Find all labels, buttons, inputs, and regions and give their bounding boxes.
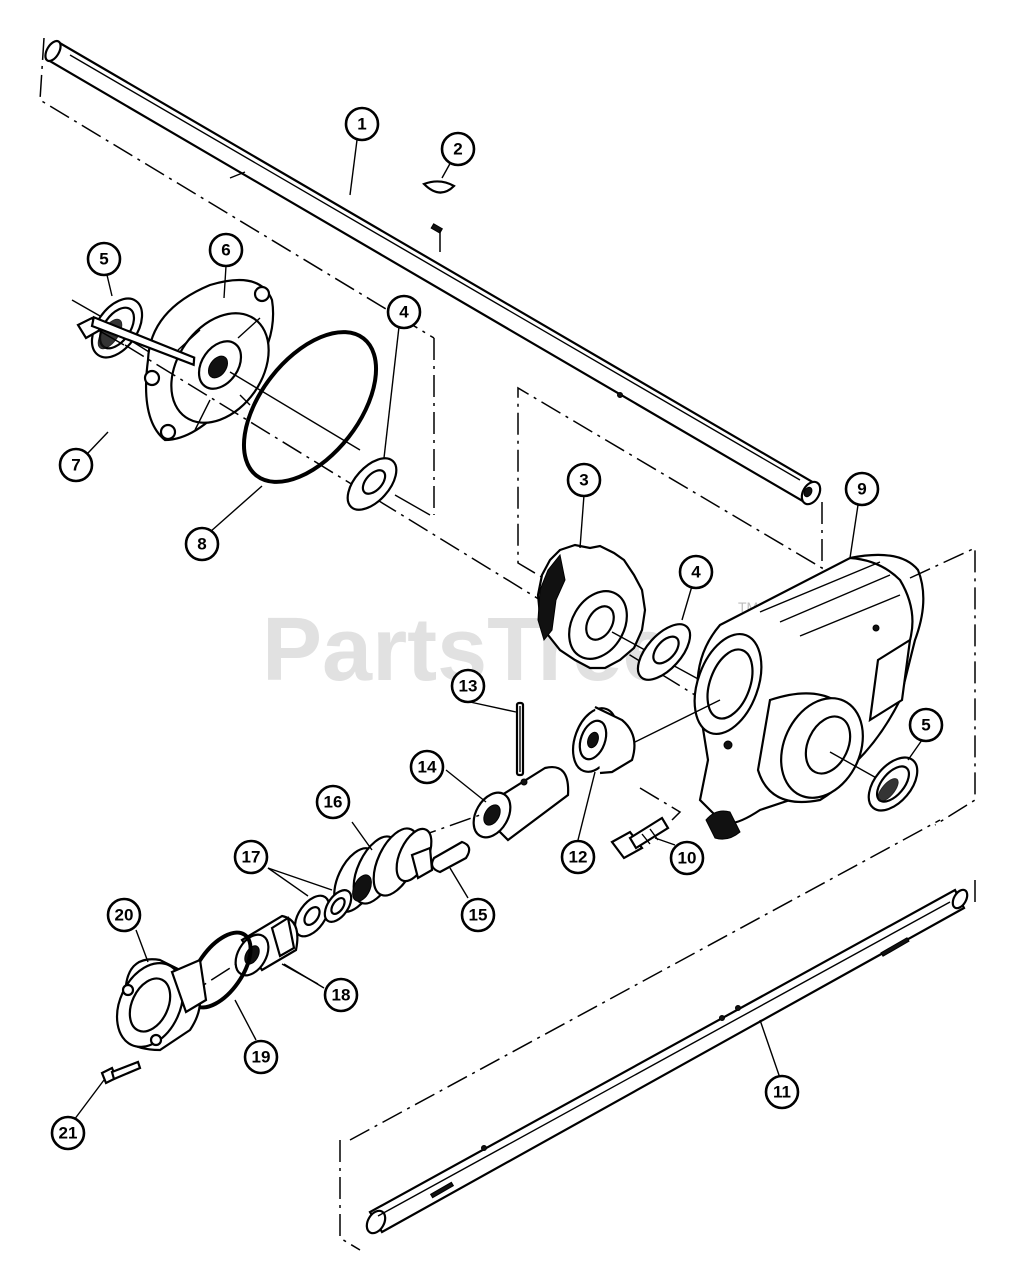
callout-label: 9 — [857, 480, 866, 499]
callout-label: 18 — [332, 986, 351, 1005]
callout-label: 20 — [115, 906, 134, 925]
o-ring-large — [241, 330, 379, 484]
callout-12: 12 — [560, 839, 596, 875]
sprocket — [536, 543, 647, 670]
woodruff-key — [422, 180, 456, 194]
callout-label: 7 — [71, 456, 80, 475]
callout-16: 16 — [315, 784, 351, 820]
callout-10: 10 — [669, 840, 705, 876]
callout-label: 4 — [691, 563, 701, 582]
sleeve — [472, 766, 570, 842]
roll-pin — [515, 701, 525, 777]
callout-3: 3 — [566, 462, 602, 498]
callout-7: 7 — [58, 447, 94, 483]
callout-18: 18 — [323, 977, 359, 1013]
callout-label: 1 — [357, 115, 366, 134]
key-worm — [430, 840, 471, 874]
washer-lower — [636, 623, 692, 681]
callout-6: 6 — [208, 232, 244, 268]
washer-upper — [346, 457, 398, 511]
bushing — [234, 914, 299, 977]
callout-label: 17 — [242, 848, 261, 867]
callout-11: 11 — [764, 1074, 800, 1110]
callout-label: 10 — [678, 849, 697, 868]
cover-plate — [143, 278, 275, 442]
seal-right — [867, 756, 919, 812]
callout-1: 1 — [344, 106, 380, 142]
upper-shaft — [44, 39, 822, 506]
callout-8: 8 — [184, 526, 220, 562]
callout-4-lower: 4 — [678, 554, 714, 590]
callout-21: 21 — [50, 1115, 86, 1151]
callout-label: 13 — [459, 677, 478, 696]
leader-lines — [73, 139, 923, 1121]
callout-label: 12 — [569, 848, 588, 867]
callout-9: 9 — [844, 471, 880, 507]
callout-label: 2 — [453, 140, 462, 159]
callout-14: 14 — [409, 749, 445, 785]
callout-label: 6 — [221, 241, 230, 260]
callout-label: 16 — [324, 793, 343, 812]
callout-label: 14 — [418, 758, 437, 777]
callout-13: 13 — [450, 668, 486, 704]
callout-label: 4 — [399, 303, 409, 322]
callout-5-right: 5 — [908, 707, 944, 743]
lower-shaft — [365, 888, 969, 1235]
callout-19: 19 — [243, 1039, 279, 1075]
callout-2: 2 — [440, 131, 476, 167]
callout-label: 15 — [469, 906, 488, 925]
end-cap — [115, 958, 208, 1052]
screw — [100, 1060, 142, 1085]
callout-17: 17 — [233, 839, 269, 875]
washers-pair — [293, 889, 353, 938]
callout-15: 15 — [460, 897, 496, 933]
bolt-housing — [610, 816, 670, 860]
callout-label: 5 — [921, 716, 930, 735]
callout-label: 19 — [252, 1048, 271, 1067]
bolt-cover — [76, 315, 196, 367]
bearing — [571, 706, 636, 775]
callout-label: 21 — [59, 1124, 78, 1143]
callout-20: 20 — [106, 897, 142, 933]
callout-label: 11 — [773, 1083, 791, 1102]
callout-5-left: 5 — [86, 241, 122, 277]
callout-label: 3 — [579, 471, 588, 490]
callout-label: 5 — [99, 250, 108, 269]
callout-4-upper: 4 — [386, 294, 422, 330]
gear-housing — [693, 553, 925, 840]
callout-label: 8 — [197, 535, 206, 554]
